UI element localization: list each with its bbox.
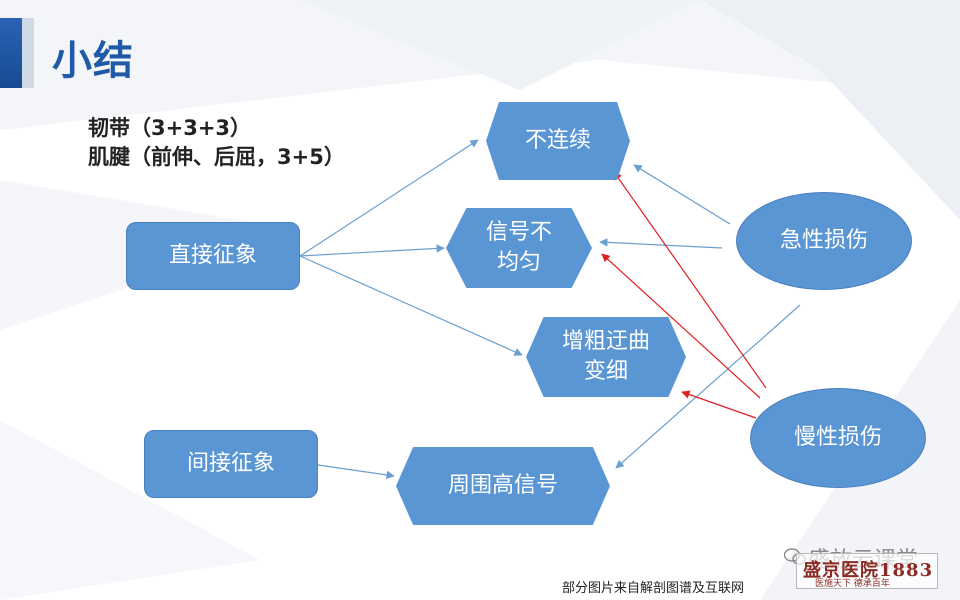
arrow-chronic-to-signal	[601, 253, 761, 399]
node-direct-sign: 直接征象	[126, 222, 300, 290]
arrow-acute-to-surrounding	[615, 304, 801, 469]
page-title: 小结	[52, 38, 134, 84]
node-indirect-sign: 间接征象	[144, 430, 318, 498]
node-surrounding-label: 周围高信号	[447, 473, 558, 498]
node-signal-uneven-label: 信号不 均匀	[485, 220, 552, 275]
node-discontinuous-label: 不连续	[524, 128, 591, 153]
note-tendon: 肌腱（前伸、后屈，3+5）	[88, 145, 345, 169]
node-chronic-injury: 慢性损伤	[750, 388, 926, 488]
note-ligament: 韧带（3+3+3）	[88, 116, 252, 140]
hospital-logo-sub: 医施天下 德承百年	[815, 579, 890, 589]
arrow-direct-to-signal	[299, 244, 445, 257]
arrow-direct-to-discontinuous	[299, 139, 479, 257]
hospital-logo-main: 盛京医院1883	[803, 560, 934, 581]
arrow-direct-to-thickened	[299, 255, 523, 356]
hospital-logo: 盛京医院1883 医施天下 德承百年	[796, 553, 938, 589]
arrow-acute-to-signal	[599, 238, 723, 249]
node-direct-sign-label: 直接征象	[168, 243, 257, 268]
node-acute-injury-label: 急性损伤	[779, 228, 868, 253]
arrow-chronic-to-discontinuous	[613, 171, 767, 389]
arrow-chronic-to-thickened	[681, 390, 757, 419]
node-discontinuous: 不连续	[486, 102, 630, 180]
arrow-acute-to-discontinuous	[633, 164, 731, 225]
node-signal-uneven: 信号不 均匀	[446, 208, 592, 288]
node-indirect-sign-label: 间接征象	[186, 451, 275, 476]
node-thickened-label: 增粗迂曲 变细	[561, 329, 650, 384]
title-accent-bar-light	[22, 18, 34, 88]
node-acute-injury: 急性损伤	[736, 192, 912, 290]
arrow-indirect-to-surrounding	[317, 464, 395, 480]
node-thickened-tortuous-thinned: 增粗迂曲 变细	[526, 317, 686, 397]
node-surrounding-high-signal: 周围高信号	[396, 447, 610, 525]
title-accent-bar	[0, 18, 22, 88]
footer-source-note: 部分图片来自解剖图谱及互联网	[562, 581, 745, 596]
node-chronic-injury-label: 慢性损伤	[793, 425, 882, 450]
